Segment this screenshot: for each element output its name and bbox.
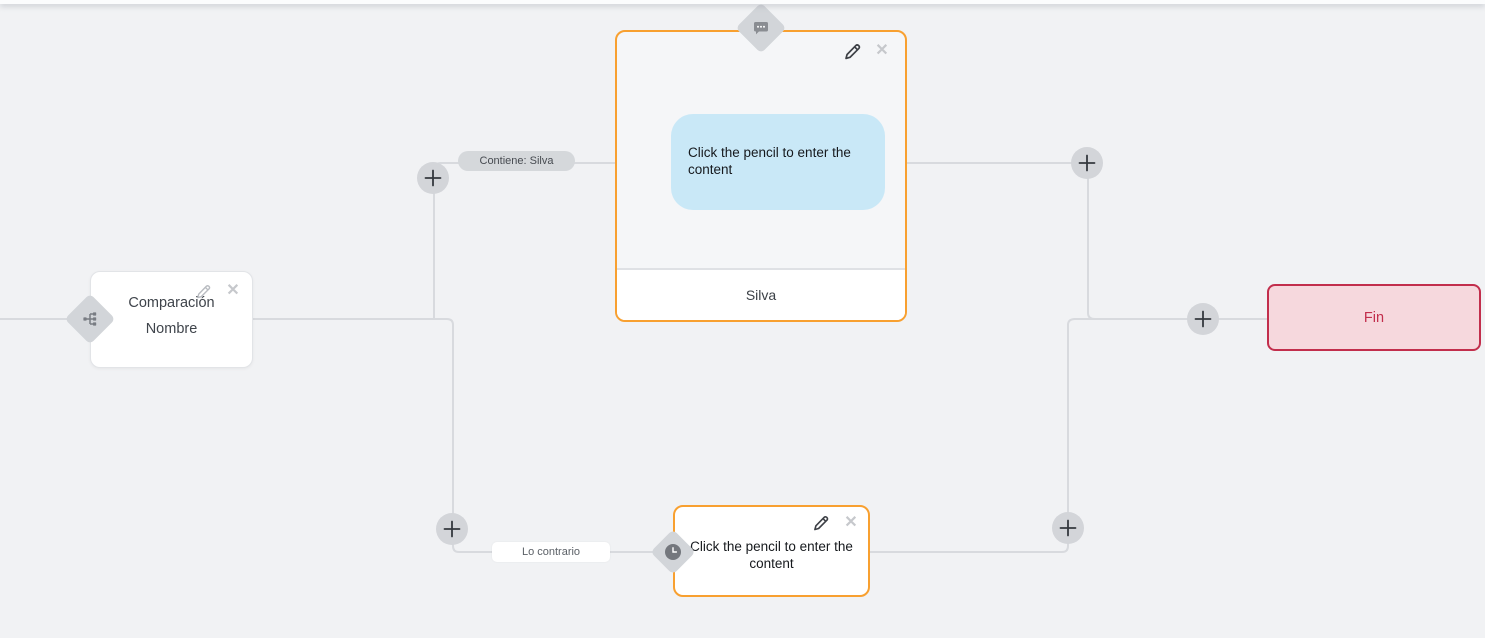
plus-icon bbox=[1059, 519, 1077, 537]
add-node-button-bottom-left[interactable] bbox=[436, 513, 468, 545]
chat-bubble-icon bbox=[754, 22, 768, 35]
message-footer-label: Silva bbox=[745, 287, 777, 303]
top-toolbar-shadow bbox=[0, 0, 1485, 4]
message-bubble-text: Click the pencil to enter the content bbox=[688, 145, 851, 177]
plus-icon bbox=[424, 169, 442, 187]
plus-icon bbox=[1194, 310, 1212, 328]
add-node-button-top-right[interactable] bbox=[1071, 147, 1103, 179]
condition-title-line2: Nombre bbox=[145, 320, 198, 337]
clock-icon bbox=[665, 544, 681, 560]
end-node[interactable]: Fin bbox=[1267, 284, 1481, 351]
message-bubble: Click the pencil to enter the content bbox=[671, 114, 885, 210]
message-node[interactable]: ✕ Click the pencil to enter the content … bbox=[615, 30, 907, 322]
add-node-button-bottom-right[interactable] bbox=[1052, 512, 1084, 544]
edit-icon[interactable] bbox=[843, 42, 861, 60]
condition-node-title: Comparación Nombre bbox=[91, 296, 252, 336]
edge-label-contains[interactable]: Contiene: Silva bbox=[458, 151, 575, 171]
plus-icon bbox=[1078, 154, 1096, 172]
close-icon[interactable]: ✕ bbox=[844, 514, 858, 531]
close-icon[interactable]: ✕ bbox=[875, 42, 889, 59]
close-icon[interactable]: ✕ bbox=[226, 282, 240, 299]
condition-node-handle[interactable] bbox=[64, 293, 116, 345]
add-node-button-top-left[interactable] bbox=[417, 162, 449, 194]
edit-icon[interactable] bbox=[194, 282, 212, 300]
branch-icon bbox=[83, 312, 97, 326]
action-node[interactable]: ✕ Click the pencil to enter the content bbox=[673, 505, 870, 597]
end-node-label: Fin bbox=[1363, 309, 1385, 326]
message-node-handle[interactable] bbox=[735, 2, 787, 54]
condition-title-line1: Comparación bbox=[128, 295, 215, 311]
edit-icon[interactable] bbox=[812, 514, 830, 532]
action-node-handle[interactable] bbox=[649, 528, 697, 576]
add-node-button-before-end[interactable] bbox=[1187, 303, 1219, 335]
plus-icon bbox=[443, 520, 461, 538]
action-node-text: Click the pencil to enter the content bbox=[690, 539, 853, 571]
message-node-footer: Silva bbox=[617, 268, 905, 320]
edge-label-otherwise[interactable]: Lo contrario bbox=[492, 542, 610, 562]
